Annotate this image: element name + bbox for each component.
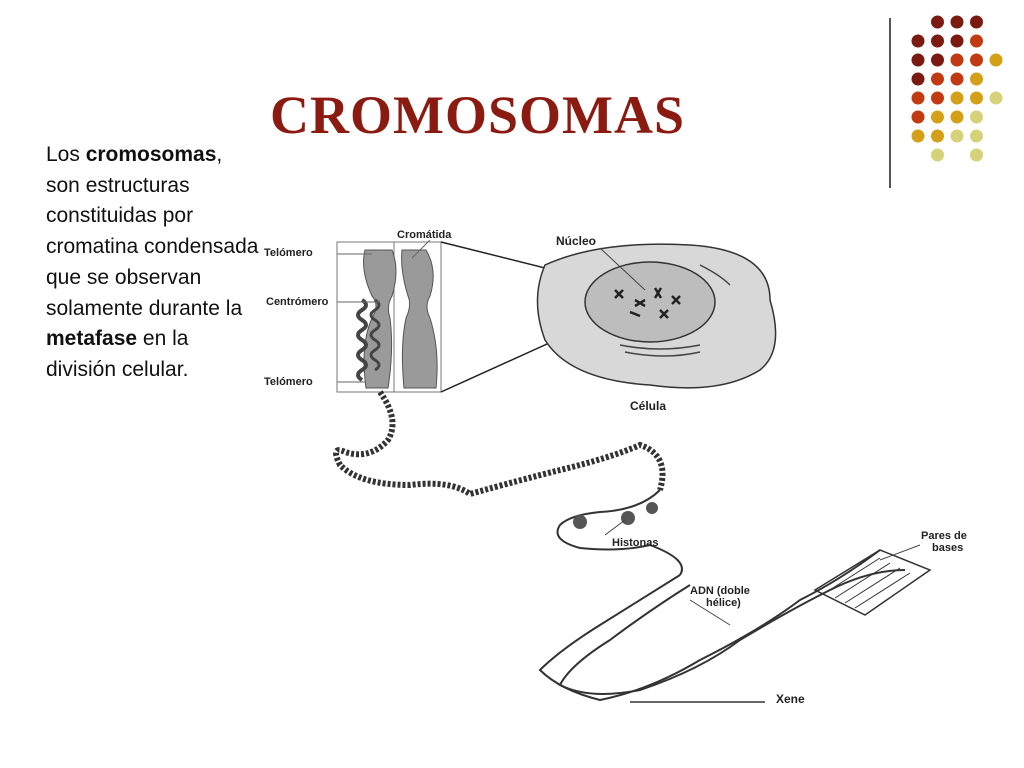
label-telomero-bottom: Telómero (264, 376, 313, 388)
decorative-dot (931, 15, 944, 29)
label-adn-1: ADN (doble (690, 585, 750, 597)
label-adn-2: hélice) (706, 597, 741, 609)
decorative-dot (989, 53, 1003, 67)
label-pares-de-bases-2: bases (932, 542, 963, 554)
decorative-dot (970, 129, 983, 143)
decorative-dot (911, 34, 925, 48)
decorative-dot (970, 72, 983, 86)
label-pares-de-bases-1: Pares de (921, 530, 967, 542)
decorative-dot (950, 110, 964, 124)
label-celula: Célula (630, 399, 666, 413)
decorative-dot (970, 148, 983, 162)
decorative-vertical-line (889, 18, 891, 188)
label-xene: Xene (776, 692, 805, 706)
decorative-dot (950, 129, 964, 143)
chromatin-fiber (333, 390, 683, 576)
decorative-dot (911, 110, 925, 124)
decorative-dot (950, 91, 964, 105)
text-bold-metafase: metafase (46, 327, 138, 351)
decorative-dot (989, 91, 1003, 105)
text-bold-cromosomas: cromosomas (85, 143, 217, 166)
decorative-dot (931, 129, 944, 143)
decorative-dot (911, 53, 925, 67)
decorative-dot (931, 148, 944, 162)
decorative-dot (970, 110, 983, 124)
decorative-dot (950, 34, 964, 48)
decorative-dot (931, 34, 944, 48)
decorative-dot (950, 72, 964, 86)
dna-double-helix (538, 549, 932, 702)
cell-figure (536, 243, 777, 389)
decorative-dot (970, 91, 983, 105)
decorative-dot (931, 110, 944, 124)
decorative-dot (931, 72, 944, 86)
decorative-dot (970, 34, 983, 48)
label-histonas: Histonas (612, 537, 658, 549)
decorative-dot (931, 53, 944, 67)
chromosome-figure (336, 241, 442, 393)
text-part-1: Los (46, 143, 86, 166)
text-part-2: , son estructuras constituidas por croma… (46, 143, 259, 320)
decorative-dot (911, 72, 925, 86)
label-cromatida: Cromátida (397, 229, 452, 241)
decorative-dot (970, 15, 983, 29)
label-centromero: Centrómero (266, 296, 329, 308)
decorative-dot-grid (911, 15, 1003, 162)
label-telomero-top: Telómero (264, 247, 313, 259)
decorative-dot (950, 53, 964, 67)
decorative-dot (911, 129, 925, 143)
decorative-dot (931, 91, 944, 105)
decorative-dot (911, 91, 925, 105)
slide-body-text: Los cromosomas, son estructuras constitu… (46, 140, 261, 386)
decorative-dot (950, 15, 964, 29)
text-part-3: en la división celular. (46, 327, 189, 381)
label-nucleo: Núcleo (556, 234, 596, 248)
slide-title: CROMOSOMAS (270, 85, 685, 145)
decorative-dot (970, 53, 983, 67)
